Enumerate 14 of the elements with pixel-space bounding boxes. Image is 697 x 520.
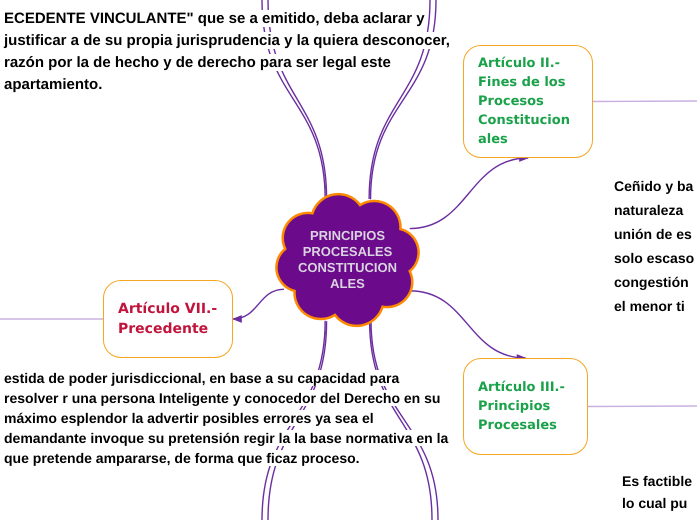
node-text: Artículo II.- Fines de los Procesos Constitucionales (478, 55, 571, 149)
node-text: Artículo III.- Principios Procesales (478, 379, 566, 435)
topic-box (463, 45, 593, 158)
node-text: PRINCIPIOS PROCESALES CONSTITUCIONALES (298, 228, 397, 292)
paragraph-text: estida de poder jurisdiccional, en base a su capacidad para resolver r una persona Inteligente y conocedor del Derecho en su máximo esplendor la advertir posibles errores ya sea el demandante invoque su pretensión regir la la base normativa en la que pretende ampararse, de forma que ficaz proceso. (4, 369, 450, 468)
connector (593, 100, 697, 102)
connector (0, 318, 103, 320)
connector (410, 155, 529, 230)
topic-box (103, 280, 233, 358)
topic-box (463, 358, 588, 455)
paragraph-text: ECEDENTE VINCULANTE" que se a emitido, deba aclarar y justificar a de su propia jurisprudencia y la quiera desconocer, razón por la de hecho y de derecho para ser legal este apartamiento. (4, 9, 451, 95)
connector (588, 405, 697, 408)
connector (232, 288, 284, 322)
node-text: Artículo VII.- Precedente (118, 300, 218, 339)
